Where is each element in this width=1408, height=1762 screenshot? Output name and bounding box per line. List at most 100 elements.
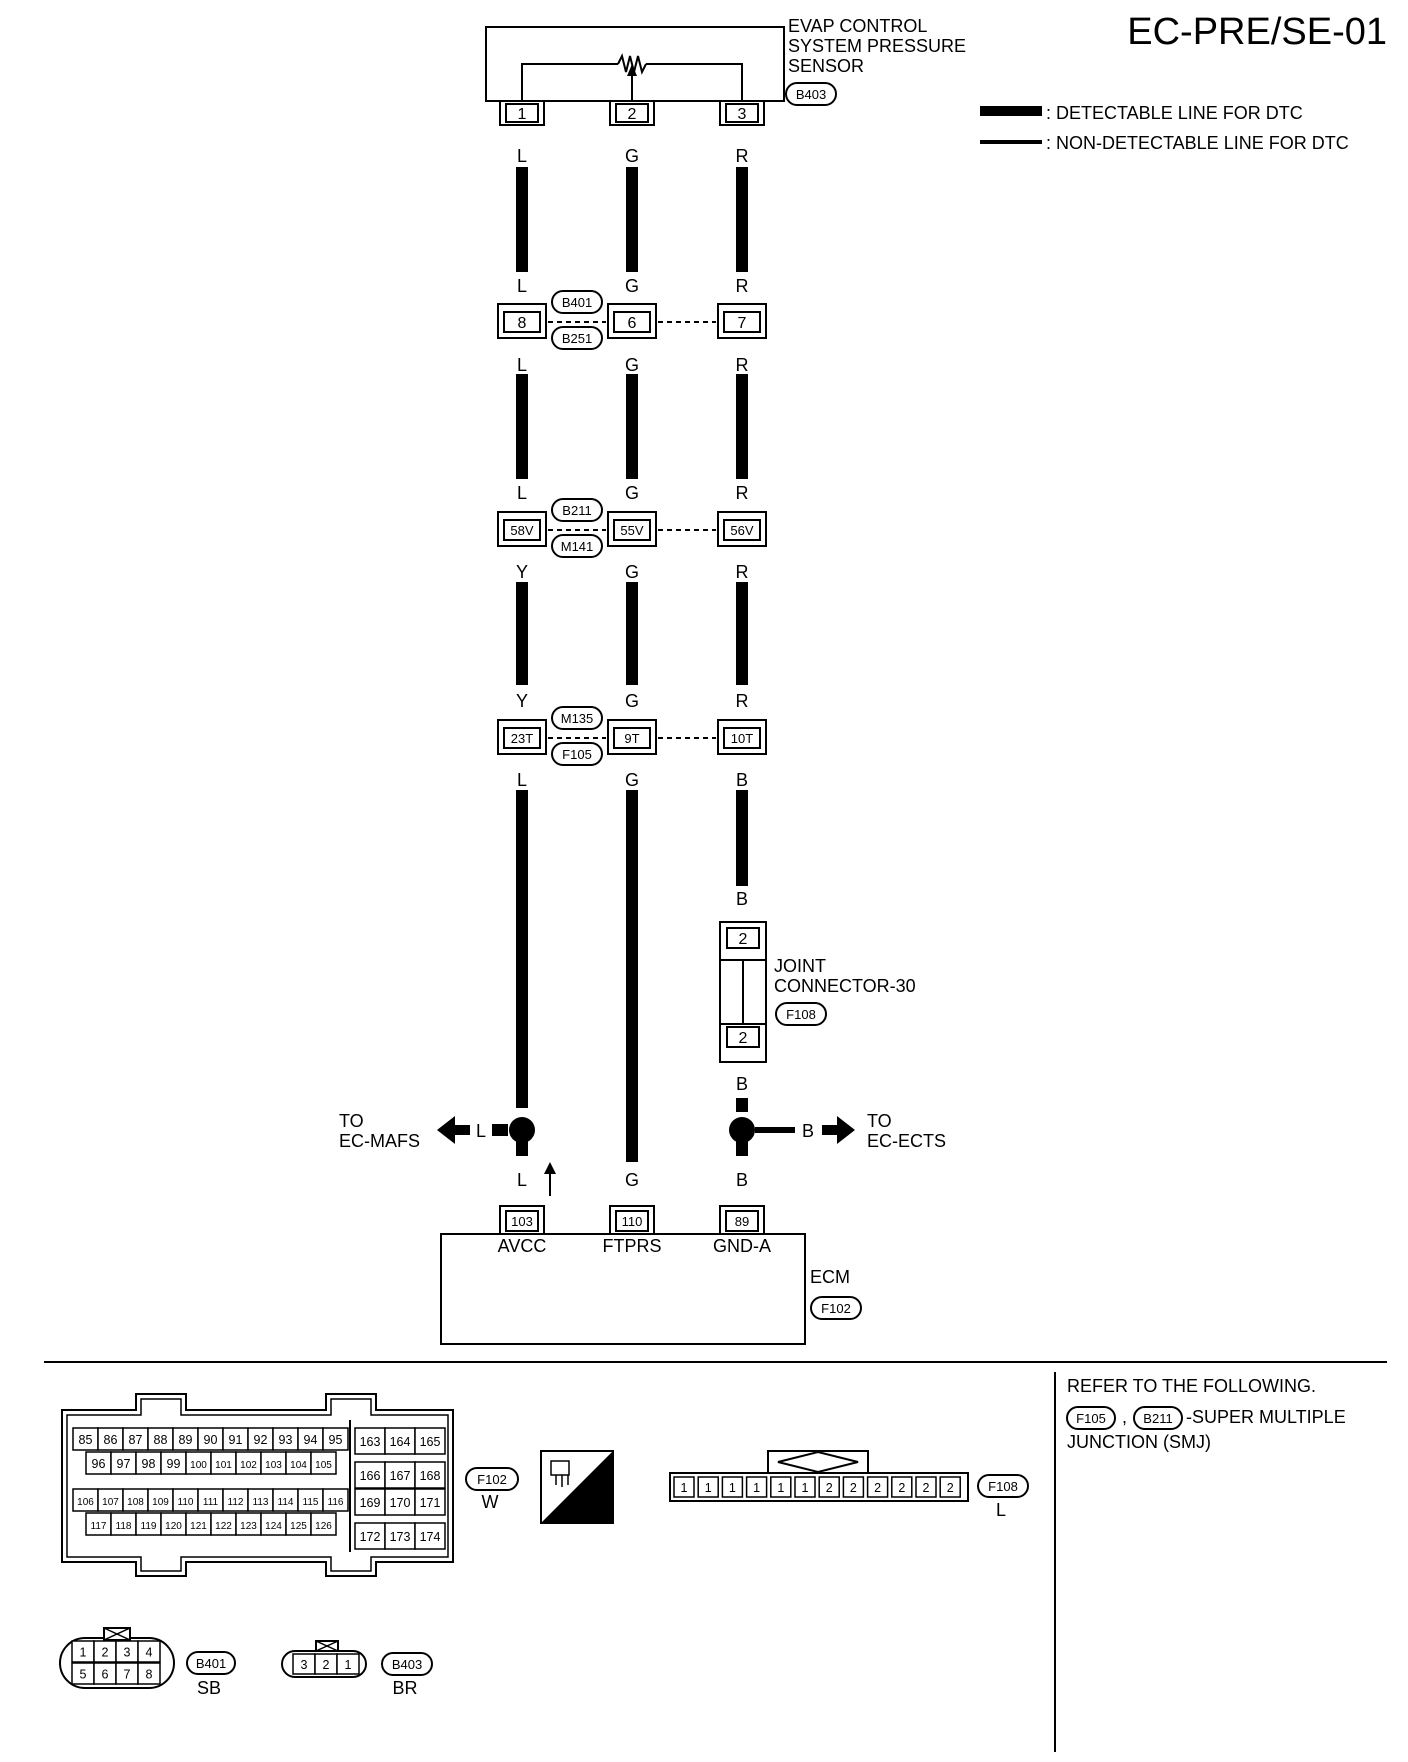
f102-pin: 94 — [304, 1433, 318, 1447]
f102-pin: 163 — [360, 1435, 381, 1449]
wire-left-seg5 — [516, 1140, 528, 1156]
svg-text:G: G — [625, 483, 639, 503]
svg-text:M135: M135 — [561, 711, 594, 726]
svg-text:R: R — [736, 355, 749, 375]
f102-pin: 98 — [142, 1457, 156, 1471]
f102-pin: 106 — [77, 1497, 94, 1508]
splice-dot-right — [729, 1117, 755, 1143]
f108-pin-cell — [697, 1476, 719, 1498]
f102-pin: 125 — [290, 1521, 307, 1532]
wire-mid-seg3 — [626, 582, 638, 685]
f102-pin-cell — [354, 1522, 386, 1550]
wire-left-seg1 — [516, 167, 528, 272]
svg-text:2: 2 — [739, 931, 748, 948]
svg-text:3: 3 — [738, 106, 747, 123]
junction-b211-m141: 58V 55V 56V B211 M141 — [497, 498, 767, 558]
svg-text:F108: F108 — [786, 1007, 816, 1022]
wire-segments — [516, 167, 748, 1162]
f102-pin: 174 — [420, 1530, 441, 1544]
f102-pin-cell — [414, 1427, 446, 1455]
svg-text:B211: B211 — [562, 503, 591, 518]
f102-pin: 102 — [240, 1460, 257, 1471]
svg-text:L: L — [517, 1170, 527, 1190]
svg-text:103: 103 — [511, 1214, 533, 1229]
f102-pin: 124 — [265, 1521, 282, 1532]
svg-text:TO: TO — [339, 1111, 364, 1131]
f102-pin: 170 — [390, 1496, 411, 1510]
legend: : DETECTABLE LINE FOR DTC : NON-DETECTAB… — [980, 103, 1349, 153]
svg-text:89: 89 — [735, 1214, 749, 1229]
f102-pin: 89 — [179, 1433, 193, 1447]
f108-pin: 2 — [874, 1481, 881, 1495]
f108-pin: 2 — [850, 1481, 857, 1495]
wire-left-seg3 — [516, 582, 528, 685]
svg-text:R: R — [736, 276, 749, 296]
f108-pin: 2 — [947, 1481, 954, 1495]
ecm: 103 110 89 AVCC FTPRS GND-A ECM F102 — [440, 1205, 862, 1345]
f102-pin: 120 — [165, 1521, 182, 1532]
f108-pin-cell — [891, 1476, 913, 1498]
svg-text:CONNECTOR-30: CONNECTOR-30 — [774, 976, 916, 996]
wire-color-labels: L G R L G R L G R L G R Y G R Y G R L G … — [516, 146, 749, 1190]
f102-pin: 167 — [390, 1469, 411, 1483]
f102-pin: 100 — [190, 1460, 207, 1471]
svg-text:L: L — [476, 1121, 486, 1141]
svg-text:B: B — [736, 770, 748, 790]
f102-pin-cell — [322, 1488, 349, 1512]
connector-tag-m141 — [551, 534, 603, 558]
f102-pin: 112 — [228, 1497, 244, 1508]
svg-text:F105: F105 — [1076, 1411, 1106, 1426]
svg-text:6: 6 — [628, 315, 637, 332]
f102-pin-cell — [354, 1427, 386, 1455]
sensor-pin-2: 2 — [609, 100, 655, 126]
svg-text:G: G — [625, 1170, 639, 1190]
connector-tag-f102-face — [465, 1467, 519, 1491]
b401-pin: 3 — [124, 1646, 131, 1660]
svg-text:B251: B251 — [562, 331, 592, 346]
sensor-pin-1: 1 — [499, 100, 545, 126]
f102-pin: 166 — [360, 1469, 381, 1483]
refer-note: REFER TO THE FOLLOWING. F105 , B211 -SUP… — [1066, 1376, 1346, 1452]
f108-pin-cell — [721, 1476, 744, 1498]
wire-right-seg5 — [736, 1098, 748, 1112]
f102-pin: 119 — [141, 1521, 157, 1532]
f108-pin-cell — [818, 1476, 840, 1498]
f102-pin: 96 — [92, 1457, 106, 1471]
b403-pin: 2 — [323, 1658, 330, 1672]
b401-pin: 7 — [124, 1668, 131, 1682]
connector-tag-b401-face — [186, 1651, 236, 1675]
f102-pin: 87 — [129, 1433, 143, 1447]
arrow-left-icon — [437, 1116, 455, 1144]
svg-text:M141: M141 — [561, 539, 594, 554]
wiper-arrow — [627, 64, 637, 76]
f108-pin-cell — [745, 1476, 768, 1498]
f102-pin: 168 — [420, 1469, 441, 1483]
b401-pin: 8 — [146, 1668, 153, 1682]
f102-pin: 86 — [104, 1433, 118, 1447]
legend-thick-line — [980, 106, 1042, 116]
junction-m135-f105: 23T 9T 10T M135 F105 — [497, 706, 767, 766]
sensor-name-1: EVAP CONTROL — [788, 16, 927, 36]
f108-pin-cell — [939, 1476, 961, 1498]
svg-text:EC-ECTS: EC-ECTS — [867, 1131, 946, 1151]
f102-pin: 104 — [290, 1460, 307, 1471]
svg-text:Y: Y — [516, 691, 528, 711]
svg-text:23T: 23T — [511, 731, 533, 746]
svg-text:F105: F105 — [562, 747, 592, 762]
connector-tag-f102 — [810, 1296, 862, 1320]
splice-right: B TO EC-ECTS — [729, 1111, 946, 1151]
page-id: EC-PRE/SE-01 — [1127, 11, 1387, 53]
svg-text:B: B — [802, 1121, 814, 1141]
svg-text:8: 8 — [518, 315, 527, 332]
f102-pin-cell — [354, 1461, 386, 1489]
f102-pin: 109 — [152, 1497, 169, 1508]
wire-left-seg4 — [516, 790, 528, 1108]
f102-pin: 121 — [190, 1521, 207, 1532]
f102-pin: 171 — [420, 1496, 441, 1510]
svg-text:58V: 58V — [510, 523, 533, 538]
svg-text:56V: 56V — [730, 523, 753, 538]
arrow-right-icon — [837, 1116, 855, 1144]
f102-pin: 105 — [315, 1460, 332, 1471]
